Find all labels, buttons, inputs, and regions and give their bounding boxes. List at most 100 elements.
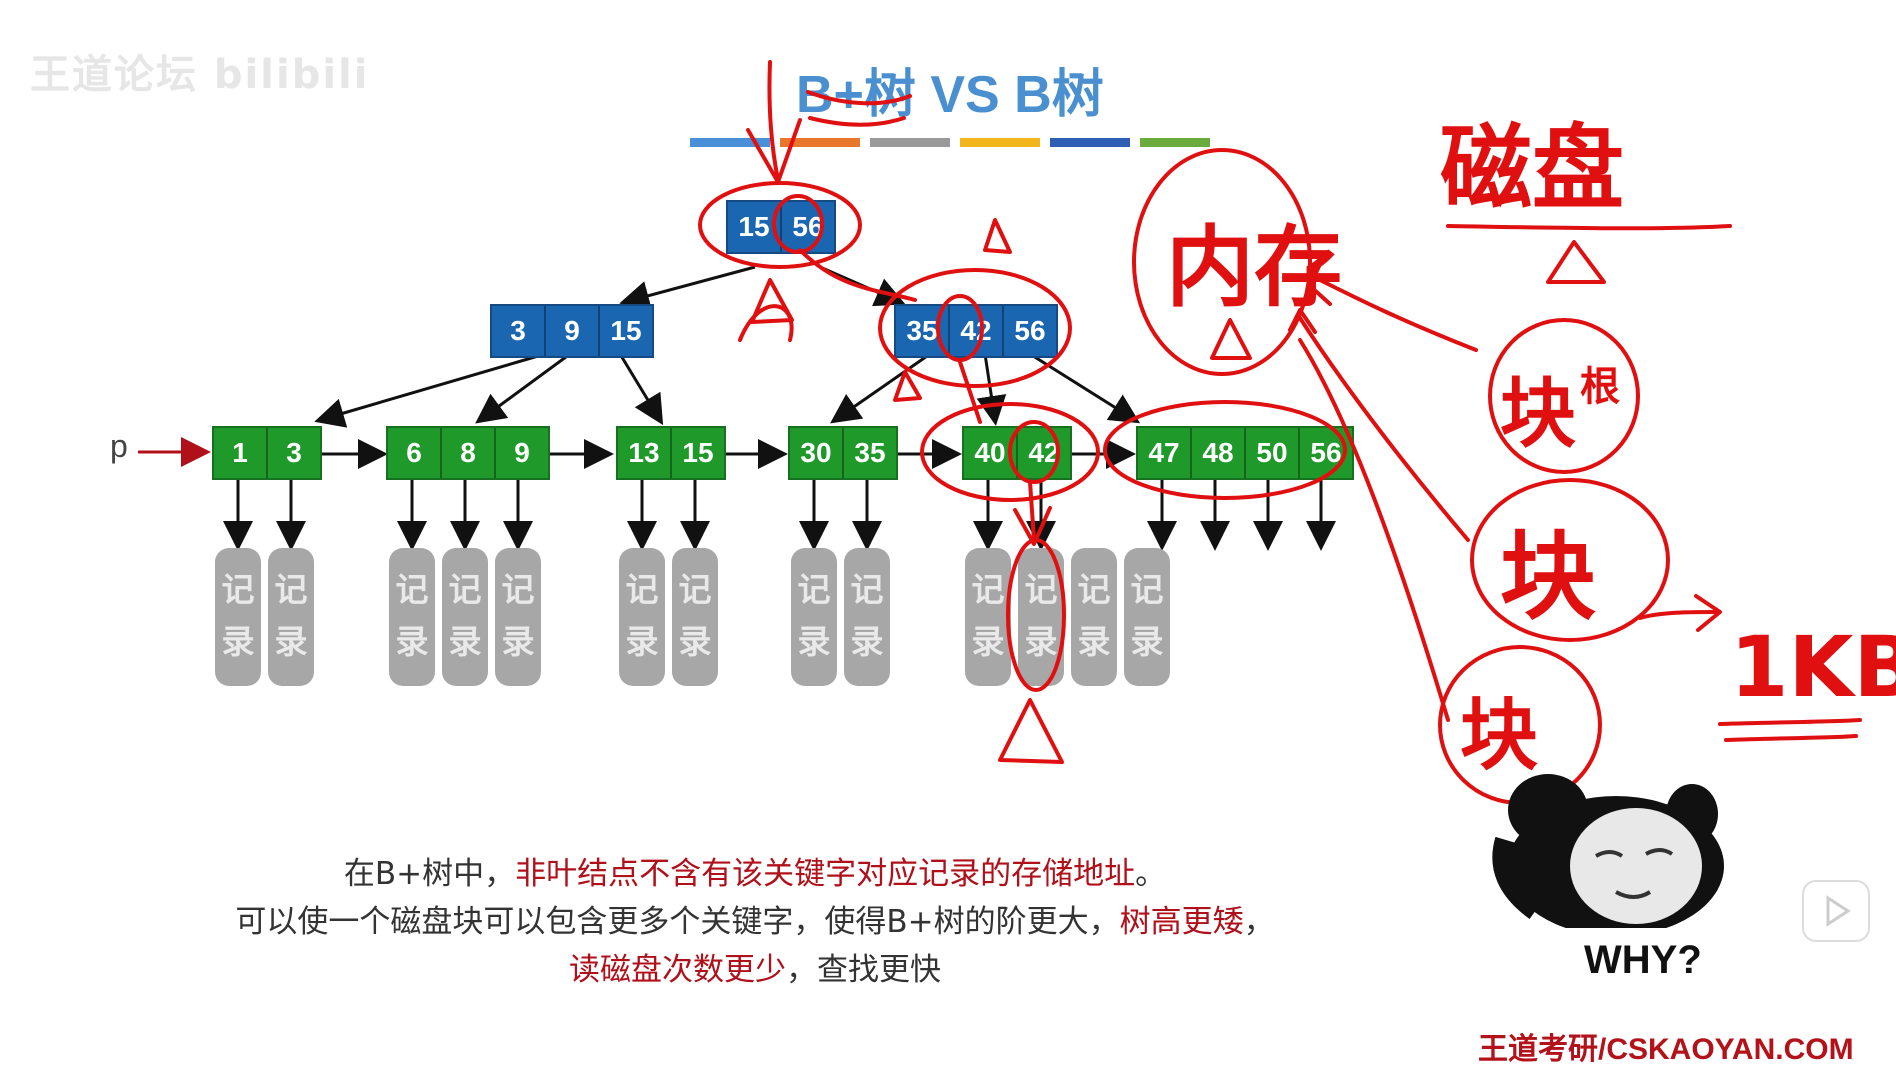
color-bar-segment	[690, 138, 770, 147]
ink-circle	[1470, 478, 1670, 642]
panda-face	[1570, 808, 1702, 924]
caption-text: ，	[1243, 904, 1275, 940]
record-label: 记	[448, 570, 482, 609]
leaf-key: 40	[964, 428, 1018, 478]
ink-arrow	[1308, 262, 1332, 306]
ink-text-block: 块	[1460, 691, 1538, 781]
play-icon	[1826, 895, 1851, 927]
record-label: 记	[1077, 570, 1111, 609]
ink-text-size: 1KB	[1730, 618, 1896, 716]
record-label: 记	[395, 570, 429, 609]
ink-underline	[806, 90, 912, 106]
ink-text-disk: 磁盘	[1440, 115, 1624, 222]
panda-mouth	[1615, 890, 1652, 899]
record-label: 记	[797, 570, 831, 609]
record-label: 录	[797, 622, 831, 661]
ink-circle	[1103, 400, 1347, 500]
edge-left-leaf1	[314, 352, 546, 428]
record-cell: 记录	[215, 548, 261, 686]
ink-arrow	[1298, 338, 1450, 722]
leaf-node: 6 8 9	[386, 426, 550, 480]
leaf-node: 1 3	[212, 426, 322, 480]
color-bar-segment	[1140, 138, 1210, 147]
caption-text: ，查找更快	[786, 952, 941, 988]
record-label: 录	[501, 622, 535, 661]
edge-root-left	[619, 265, 756, 311]
leaf-key: 47	[1138, 428, 1192, 478]
caption: 在B+树中，非叶结点不含有该关键字对应记录的存储地址。 可以使一个磁盘块可以包含…	[180, 850, 1330, 994]
record-label: 记	[678, 570, 712, 609]
ink-circle	[920, 402, 1100, 502]
leaf-key: 35	[854, 437, 886, 468]
edge-left-leaf2	[475, 352, 571, 424]
ink-text-block: 块	[1500, 521, 1596, 633]
color-bar	[690, 138, 1210, 147]
caption-text: 可以使一个磁盘块可以包含更多个关键字，使得B+树的阶更大，	[235, 904, 1120, 940]
ink-triangle	[738, 304, 794, 342]
play-button[interactable]	[1802, 880, 1870, 942]
ink-arrow	[958, 360, 982, 424]
ink-circle	[1132, 148, 1312, 376]
ink-underline	[1446, 224, 1732, 231]
leaf-node: 13 15	[616, 426, 726, 480]
ink-triangle	[1546, 240, 1606, 284]
caption-text: 。	[1135, 856, 1167, 892]
ink-circle	[1006, 538, 1066, 692]
leaf-key: 1	[214, 428, 268, 478]
ink-arrow	[767, 60, 780, 182]
ink-triangle	[893, 370, 922, 402]
meme-caption: WHY?	[1584, 938, 1702, 982]
caption-highlight: 树高更矮	[1119, 904, 1244, 940]
record-cell: 记录	[1071, 548, 1117, 686]
ink-circle	[1008, 420, 1060, 484]
leaf-node: 47 48 50 56	[1136, 426, 1354, 480]
caption-text: 在B+树中，	[343, 856, 516, 892]
leaf-key: 3	[286, 437, 302, 468]
ink-text-memory: 内存	[1166, 216, 1342, 319]
ink-triangle	[1210, 318, 1252, 360]
caption-highlight: 非叶结点不含有该关键字对应记录的存储地址	[515, 856, 1136, 892]
ink-arrow	[1013, 506, 1052, 546]
ink-arrow	[1318, 278, 1478, 352]
ink-circle	[772, 194, 824, 254]
ink-arrow	[1694, 594, 1722, 632]
record-cell: 记录	[442, 548, 488, 686]
ink-triangle	[998, 698, 1064, 764]
slide-title: B+树 VS B树	[796, 66, 1104, 124]
record-label: 录	[850, 622, 884, 661]
record-label: 记	[501, 570, 535, 609]
ink-circle	[936, 294, 984, 362]
panda-arm	[1492, 836, 1543, 919]
ink-arrow	[1288, 308, 1317, 334]
leaf-node: 30 35	[788, 426, 898, 480]
record-label: 录	[678, 622, 712, 661]
ink-arrow	[1028, 480, 1036, 542]
record-label: 记	[1130, 570, 1164, 609]
record-cell: 记录	[495, 548, 541, 686]
record-label: 录	[971, 622, 1005, 661]
ink-arrow	[1638, 610, 1718, 620]
leaf-key: 48	[1192, 428, 1246, 478]
color-bar-segment	[870, 138, 950, 147]
record-label: 录	[1130, 622, 1164, 661]
caption-highlight: 读磁盘次数更少	[569, 952, 786, 988]
ink-underline	[808, 116, 906, 127]
ink-circle	[698, 181, 862, 269]
record-label: 录	[1024, 622, 1058, 661]
internal-key: 9	[546, 306, 600, 356]
color-bar-segment	[780, 138, 860, 147]
caption-line: 可以使一个磁盘块可以包含更多个关键字，使得B+树的阶更大，树高更矮，	[180, 898, 1330, 946]
p-pointer-label: p	[110, 428, 128, 464]
record-label: 记	[274, 570, 308, 609]
record-cell: 记录	[791, 548, 837, 686]
leaf-key: 8	[442, 428, 496, 478]
ink-text-root: 根	[1580, 364, 1620, 410]
ink-triangle	[983, 218, 1012, 254]
record-cell: 记录	[268, 548, 314, 686]
record-label: 录	[274, 622, 308, 661]
ink-arrow	[798, 248, 917, 302]
record-cell: 记录	[965, 548, 1011, 686]
leaf-key: 9	[514, 437, 530, 468]
